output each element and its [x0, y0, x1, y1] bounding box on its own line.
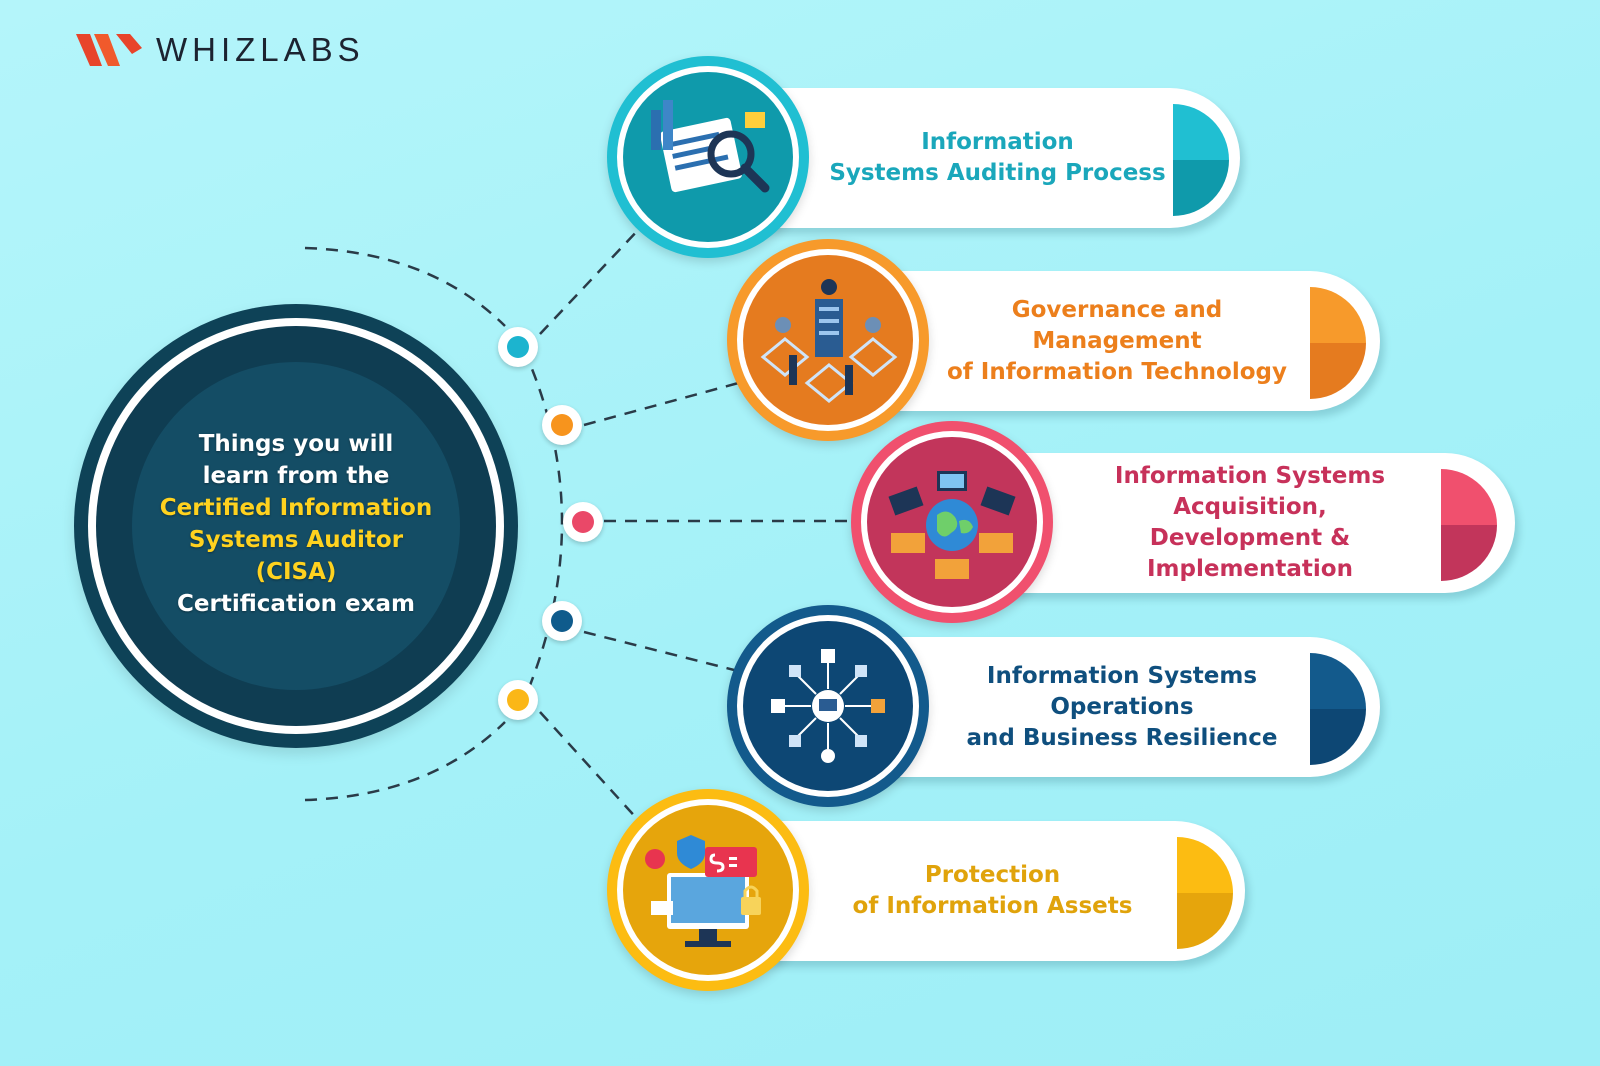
- topic-label-2: Governance and Management of Information…: [946, 296, 1287, 385]
- line-topic-5: [539, 711, 641, 823]
- topic-cap-4: [1310, 653, 1366, 765]
- connector-dot-2: [542, 405, 582, 445]
- center-line-3: Certification exam: [177, 591, 415, 617]
- center-title: Things you will learn from the Certified…: [74, 428, 518, 620]
- outer-arc-bottom: [304, 721, 506, 802]
- center-highlight-3: (CISA): [255, 559, 337, 585]
- magnifier-report-icon: [607, 56, 809, 258]
- topic-label-5: Protection of Information Assets: [852, 862, 1133, 919]
- center-highlight-1: Certified Information: [159, 495, 433, 521]
- brand-name: WHIZLABS: [156, 31, 365, 68]
- topic-cap-1: [1173, 104, 1229, 216]
- hub-network-icon: [727, 605, 929, 807]
- connector-dot-5: [498, 680, 538, 720]
- connector-dot-1: [498, 327, 538, 367]
- globe-devices-icon: [851, 421, 1053, 623]
- center-circle: Things you will learn from the Certified…: [74, 304, 518, 748]
- line-topic-1: [539, 227, 641, 335]
- line-topic-4: [583, 630, 743, 674]
- inner-arc: [522, 349, 564, 701]
- topic-label-4: Information Systems Operations and Busin…: [966, 662, 1278, 751]
- topic-card-4: Information Systems Operations and Busin…: [835, 637, 1380, 777]
- connector-dot-4: [542, 601, 582, 641]
- center-line-2: learn from the: [202, 463, 390, 489]
- shield-lock-icon: [607, 789, 809, 991]
- connector-dot-3: [563, 502, 603, 542]
- topic-cap-5: [1177, 837, 1233, 949]
- center-line-1: Things you will: [198, 431, 394, 457]
- line-topic-2: [583, 380, 743, 427]
- topic-label-3: Information Systems Acquisition, Develop…: [1114, 463, 1386, 582]
- topic-cap-3: [1441, 469, 1497, 581]
- topic-label-1: Information Systems Auditing Process: [829, 129, 1166, 186]
- server-network-icon: [727, 239, 929, 441]
- brand-logo: WHIZLABS: [76, 30, 365, 70]
- center-highlight-2: Systems Auditor: [188, 527, 404, 553]
- whizlabs-logo-icon: [76, 34, 142, 66]
- outer-arc-top: [304, 246, 506, 327]
- topic-cap-2: [1310, 287, 1366, 399]
